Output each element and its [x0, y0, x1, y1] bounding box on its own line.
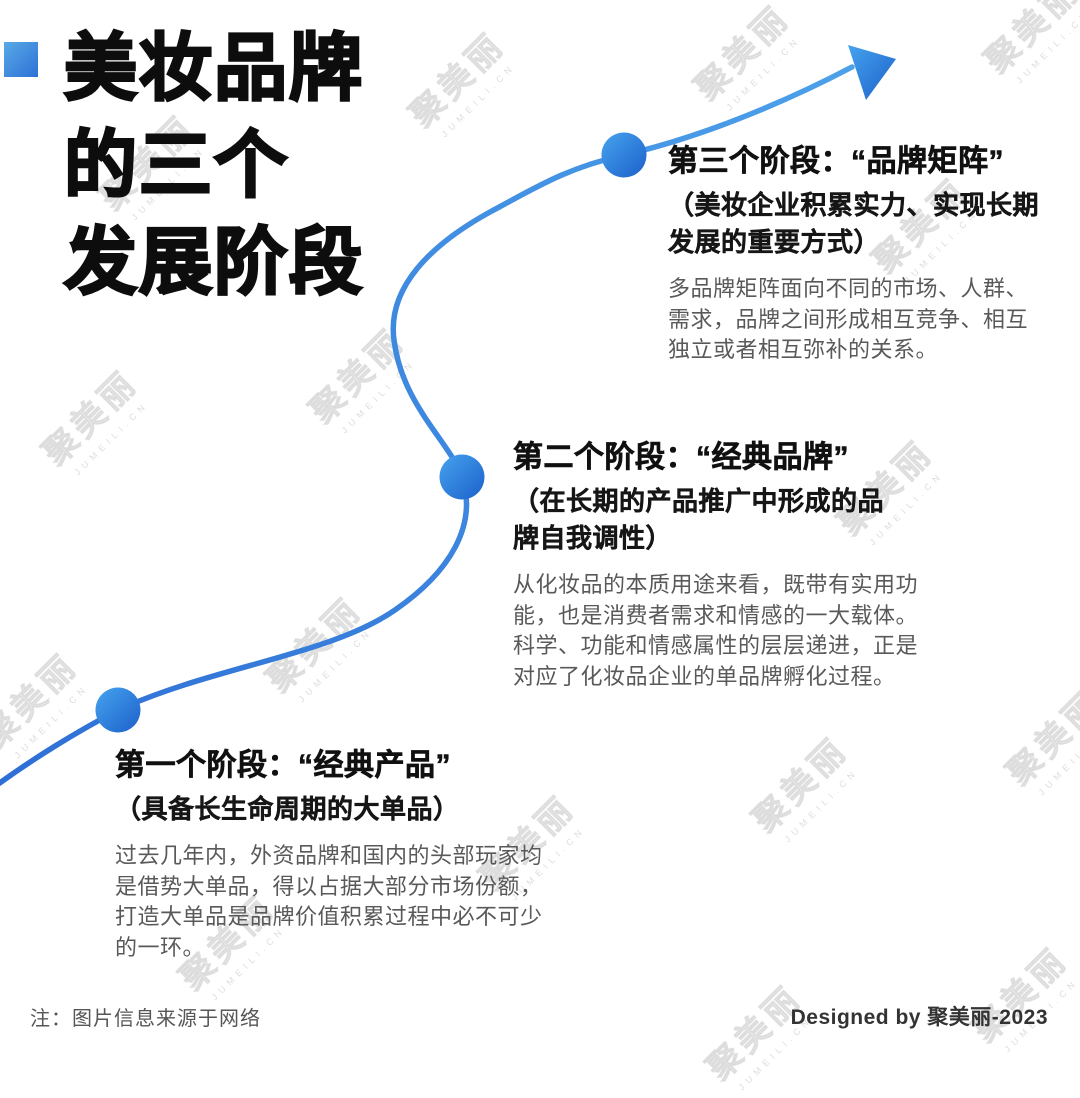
- page-title-line-2: 的三个: [63, 124, 289, 208]
- stage-1-body: 过去几年内，外资品牌和国内的头部玩家均 是借势大单品，得以占据大部分市场份额， …: [115, 841, 580, 963]
- stage-3-block: 第三个阶段：“品牌矩阵” （美妆企业积累实力、实现长期 发展的重要方式） 多品牌…: [668, 144, 1060, 366]
- stage-3-subtitle: （美妆企业积累实力、实现长期 发展的重要方式）: [668, 187, 1060, 261]
- arrow-head-icon: [848, 45, 896, 100]
- stage-1-subtitle: （具备长生命周期的大单品）: [115, 791, 580, 828]
- stage-2-block: 第二个阶段：“经典品牌” （在长期的产品推广中形成的品 牌自我调性） 从化妆品的…: [513, 440, 923, 692]
- stage-2-subtitle: （在长期的产品推广中形成的品 牌自我调性）: [513, 483, 923, 557]
- page-title: 美妆品牌 的三个 发展阶段: [63, 20, 364, 311]
- stage-1-node: [95, 687, 141, 733]
- stage-3-body-line: 多品牌矩阵面向不同的市场、人群、: [668, 276, 1029, 301]
- page-title-line-3: 发展阶段: [63, 221, 364, 305]
- stage-3-subtitle-line: （美妆企业积累实力、实现长期: [668, 190, 1040, 220]
- stage-2-node: [439, 454, 485, 500]
- stage-1-subtitle-line: （具备长生命周期的大单品）: [115, 794, 460, 824]
- stage-3-body-line: 需求，品牌之间形成相互竞争、相互: [668, 306, 1029, 332]
- footer-note: 注：图片信息来源于网络: [30, 1008, 261, 1030]
- stage-2-body-line: 从化妆品的本质用途来看，既带有实用功: [513, 572, 919, 597]
- stage-1-body-line: 的一环。: [115, 934, 206, 960]
- stage-2-body: 从化妆品的本质用途来看，既带有实用功 能，也是消费者需求和情感的一大载体。 科学…: [513, 570, 923, 692]
- stage-2-body-line: 对应了化妆品企业的单品牌孵化过程。: [513, 663, 896, 689]
- stage-1-title: 第一个阶段：“经典产品”: [115, 749, 451, 783]
- brand-square-icon: [4, 42, 38, 77]
- stage-2-title: 第二个阶段：“经典品牌”: [513, 441, 849, 475]
- stage-1-block: 第一个阶段：“经典产品” （具备长生命周期的大单品） 过去几年内，外资品牌和国内…: [115, 748, 580, 963]
- stage-2-body-line: 能，也是消费者需求和情感的一大载体。: [513, 602, 919, 628]
- page-title-line-1: 美妆品牌: [63, 27, 364, 111]
- footer-credit: Designed by 聚美丽-2023: [790, 1006, 1048, 1029]
- stage-3-body: 多品牌矩阵面向不同的市场、人群、 需求，品牌之间形成相互竞争、相互 独立或者相互…: [668, 274, 1060, 366]
- stage-3-title: 第三个阶段：“品牌矩阵”: [668, 145, 1004, 179]
- stage-2-subtitle-line: 牌自我调性）: [513, 523, 673, 553]
- stage-1-body-line: 是借势大单品，得以占据大部分市场份额，: [115, 873, 543, 899]
- stage-3-body-line: 独立或者相互弥补的关系。: [668, 337, 939, 362]
- stage-1-body-line: 打造大单品是品牌价值积累过程中必不可少: [115, 904, 543, 929]
- stage-3-node: [601, 132, 647, 178]
- stage-2-body-line: 科学、功能和情感属性的层层递进，正是: [513, 633, 919, 658]
- stage-2-subtitle-line: （在长期的产品推广中形成的品: [513, 486, 885, 516]
- growth-curve-graphic: [0, 45, 896, 787]
- stage-3-subtitle-line: 发展的重要方式）: [668, 227, 881, 257]
- stage-1-body-line: 过去几年内，外资品牌和国内的头部玩家均: [115, 843, 543, 868]
